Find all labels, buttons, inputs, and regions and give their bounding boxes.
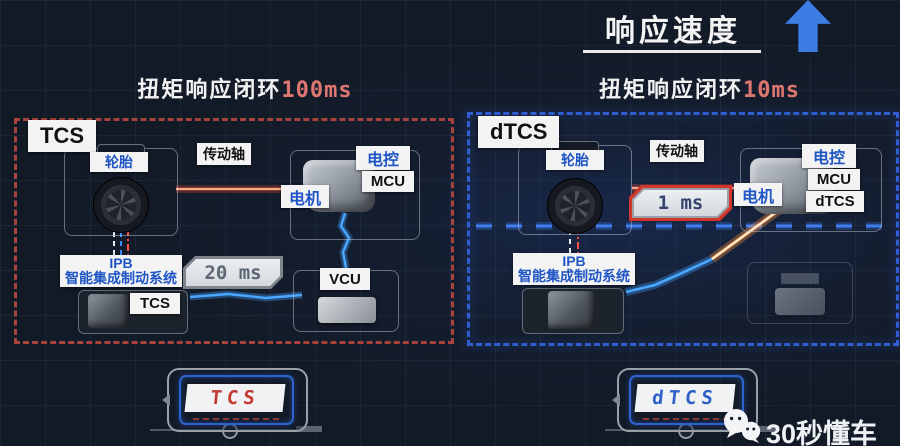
tcs-motor-label: 电机 [281,185,329,208]
dtcs-badge-connector-tick [752,426,778,432]
tcs-motor-vcu-wire [337,211,353,269]
page-title: 响应速度 [605,15,741,48]
title-underline [583,50,761,53]
tcs-wheel-frame [64,144,178,236]
dtcs-latency-value: 1 ms [634,190,727,216]
brand-watermark: 30秒懂车 [766,419,878,446]
dtcs-latency-badge: 1 ms [629,185,732,221]
tcs-bottom-badge: TCS [162,368,308,432]
tcs-ipb-line1: IPB [109,255,133,271]
dtcs-bypassed-vcu-image [775,288,825,315]
tcs-vcu-label: VCU [320,268,370,290]
tcs-panel-tag: TCS [28,120,96,152]
subtitle-right: 扭矩响应闭环10ms [572,72,827,104]
dtcs-tire-label: 轮胎 [546,150,604,170]
tcs-latency-value: 20 ms [186,259,280,286]
dtcs-bypassed-vcu-frame [747,262,853,324]
dtcs-bypassed-vcu-label [781,273,819,284]
dtcs-panel-border [467,112,899,346]
tcs-ipb-device-image [88,294,128,328]
dtcs-ipb-label: IPB 智能集成制动系统 [513,253,635,285]
tcs-ecu-label: 电控 [356,146,410,170]
subtitle-left: 扭矩响应闭环100ms [110,72,380,104]
dtcs-ecu-label: 电控 [802,144,856,168]
dtcs-mcu-label: MCU [808,169,860,190]
subtitle-left-value: 100ms [281,78,353,103]
tcs-bottom-badge-text: TCS [184,384,286,412]
tcs-ipb-line2: 智能集成制动系统 [65,270,177,286]
dtcs-motor-label: 电机 [734,183,782,206]
dtcs-ipb-device-image [548,291,594,329]
wechat-icon [724,409,761,443]
dtcs-tire-image [547,178,603,234]
tcs-latency-badge: 20 ms [183,256,283,289]
tcs-badge-connector-tick [296,426,322,432]
tcs-ipb-label: IPB 智能集成制动系统 [60,255,182,287]
subtitle-right-value: 10ms [743,78,800,103]
dtcs-bottom-badge-text: dTCS [634,384,736,412]
dtcs-mcu-sub-label: dTCS [806,191,864,212]
dtcs-ipb-line1: IPB [562,253,586,269]
tcs-sensor-dashes [113,214,129,260]
subtitle-left-text: 扭矩响应闭环 [137,77,282,102]
tcs-ipb-mode-label: TCS [130,293,180,314]
tcs-tire-image [93,177,149,233]
dtcs-panel-tag: dTCS [478,116,560,148]
tcs-ipb-vcu-wire [189,290,303,302]
subtitle-right-text: 扭矩响应闭环 [599,77,744,102]
tcs-driveshaft-label: 传动轴 [197,143,251,165]
tcs-mcu-label: MCU [362,171,414,192]
dtcs-ipb-line2: 智能集成制动系统 [518,268,630,284]
tcs-panel-border [14,118,454,344]
tcs-vcu-image [318,297,376,323]
dtcs-driveshaft-label: 传动轴 [650,140,704,162]
tcs-tire-label: 轮胎 [90,152,148,172]
